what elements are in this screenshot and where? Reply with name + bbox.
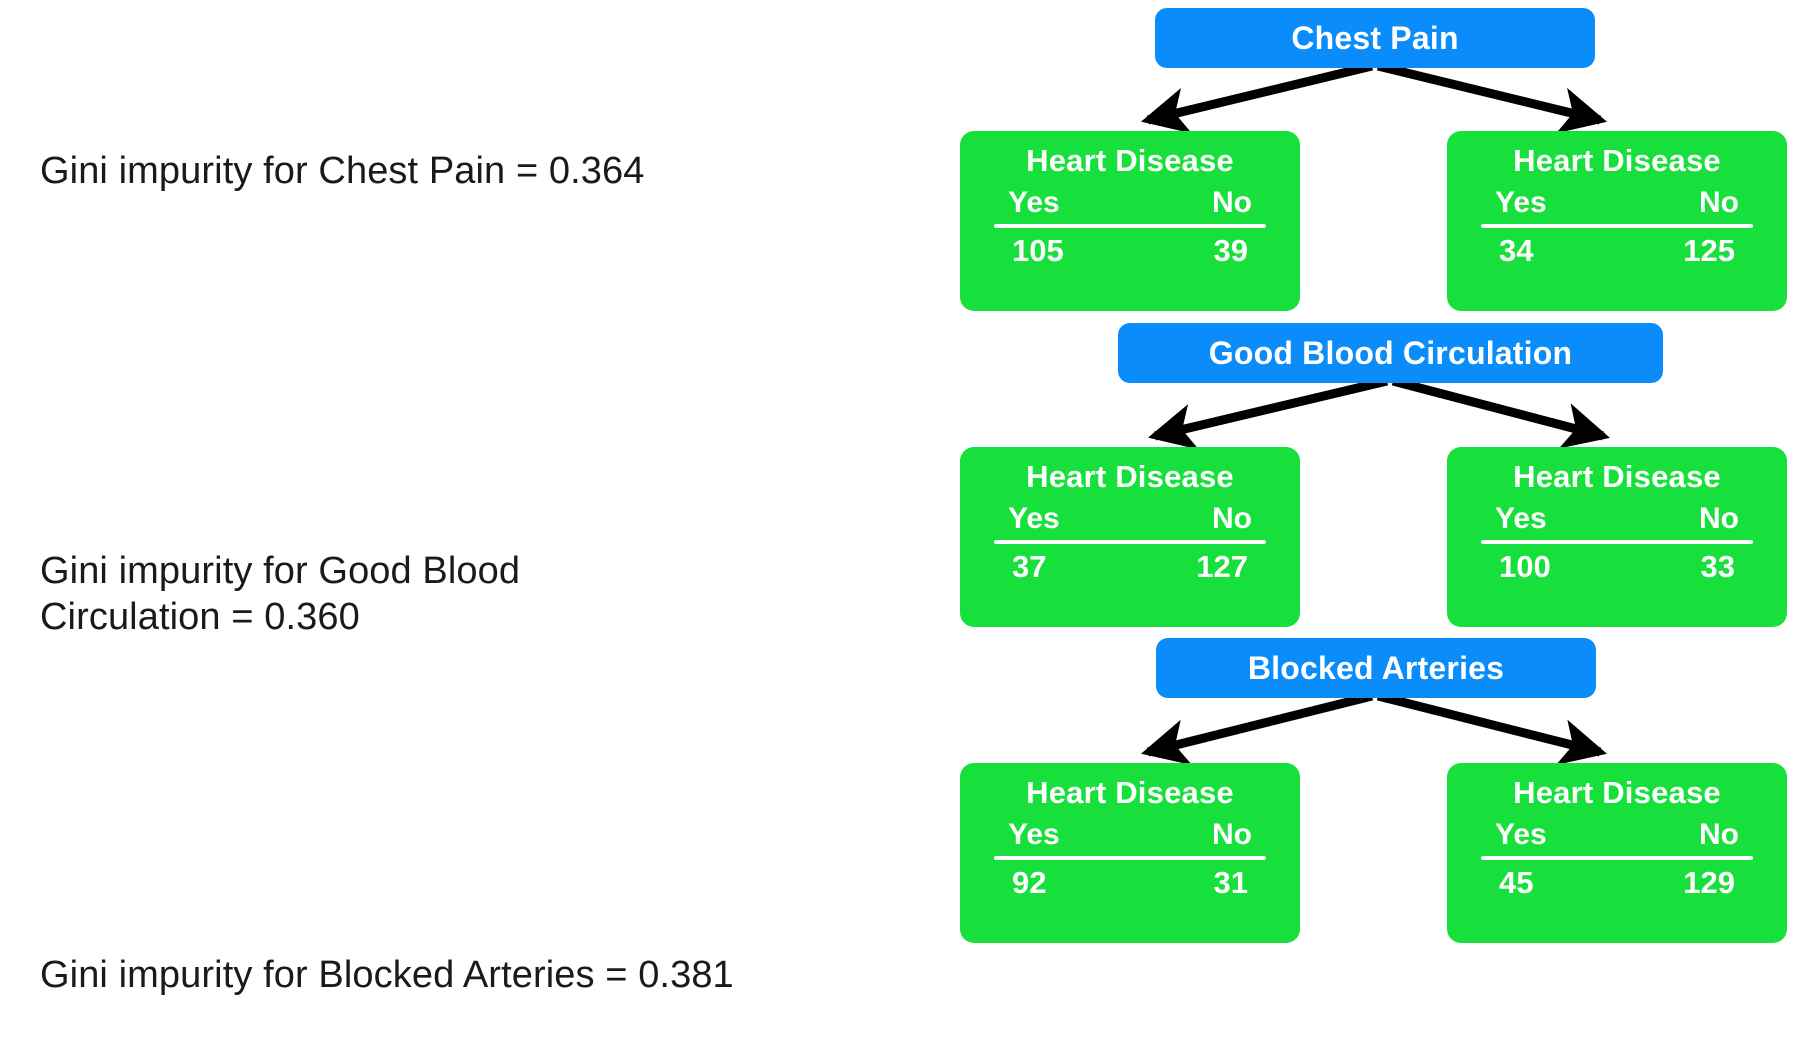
leaf-val-yes: 45 [1499, 864, 1534, 900]
leaf-val-no: 31 [1213, 864, 1248, 900]
leaf-col-no: No [1699, 817, 1739, 851]
leaf-header-row: Yes No [986, 818, 1274, 851]
arrow-blocked-arteries-left [1141, 691, 1374, 766]
leaf-col-yes: Yes [1008, 185, 1060, 219]
leaf-col-no: No [1212, 185, 1252, 219]
leaf-node-blocked-arteries-right[interactable]: Heart Disease Yes No 45 129 [1447, 763, 1787, 943]
leaf-header-row: Yes No [1473, 818, 1761, 851]
leaf-value-row: 34 125 [1473, 232, 1761, 268]
leaf-header-row: Yes No [986, 186, 1274, 219]
leaf-val-yes: 105 [1012, 232, 1064, 268]
leaf-header-row: Yes No [1473, 502, 1761, 535]
leaf-header-row: Yes No [1473, 186, 1761, 219]
arrow-good-blood-circulation-right [1391, 376, 1610, 449]
leaf-title: Heart Disease [1026, 775, 1234, 810]
leaf-title: Heart Disease [1513, 459, 1721, 494]
leaf-title: Heart Disease [1026, 459, 1234, 494]
leaf-value-row: 100 33 [1473, 548, 1761, 584]
leaf-divider [1481, 539, 1753, 544]
leaf-node-good-blood-circulation-right[interactable]: Heart Disease Yes No 100 33 [1447, 447, 1787, 627]
leaf-val-no: 129 [1683, 864, 1735, 900]
leaf-col-no: No [1212, 501, 1252, 535]
leaf-divider [1481, 855, 1753, 860]
leaf-title: Heart Disease [1513, 775, 1721, 810]
leaf-value-row: 105 39 [986, 232, 1274, 268]
arrow-chest-pain-right [1376, 61, 1607, 134]
leaf-col-yes: Yes [1008, 817, 1060, 851]
arrow-good-blood-circulation-left [1147, 376, 1389, 450]
leaf-val-yes: 37 [1012, 548, 1047, 584]
leaf-divider [994, 539, 1266, 544]
leaf-divider [1481, 223, 1753, 228]
gini-caption-blocked-arteries: Gini impurity for Blocked Arteries = 0.3… [40, 954, 734, 996]
question-node-good-blood-circulation[interactable]: Good Blood Circulation [1118, 323, 1663, 383]
leaf-value-row: 92 31 [986, 864, 1274, 900]
leaf-col-no: No [1699, 501, 1739, 535]
gini-caption-chest-pain: Gini impurity for Chest Pain = 0.364 [40, 150, 645, 192]
arrow-chest-pain-left [1141, 61, 1374, 134]
leaf-header-row: Yes No [986, 502, 1274, 535]
leaf-divider [994, 223, 1266, 228]
leaf-val-no: 33 [1700, 548, 1735, 584]
leaf-node-chest-pain-right[interactable]: Heart Disease Yes No 34 125 [1447, 131, 1787, 311]
leaf-col-no: No [1212, 817, 1252, 851]
question-node-chest-pain[interactable]: Chest Pain [1155, 8, 1595, 68]
leaf-value-row: 45 129 [1473, 864, 1761, 900]
leaf-val-yes: 92 [1012, 864, 1047, 900]
question-node-blocked-arteries[interactable]: Blocked Arteries [1156, 638, 1596, 698]
leaf-col-yes: Yes [1495, 501, 1547, 535]
leaf-value-row: 37 127 [986, 548, 1274, 584]
leaf-col-yes: Yes [1008, 501, 1060, 535]
leaf-col-no: No [1699, 185, 1739, 219]
leaf-node-blocked-arteries-left[interactable]: Heart Disease Yes No 92 31 [960, 763, 1300, 943]
leaf-title: Heart Disease [1513, 143, 1721, 178]
leaf-col-yes: Yes [1495, 185, 1547, 219]
leaf-divider [994, 855, 1266, 860]
leaf-val-yes: 34 [1499, 232, 1534, 268]
leaf-val-no: 39 [1213, 232, 1248, 268]
leaf-col-yes: Yes [1495, 817, 1547, 851]
arrow-blocked-arteries-right [1376, 691, 1607, 766]
leaf-title: Heart Disease [1026, 143, 1234, 178]
leaf-val-yes: 100 [1499, 548, 1551, 584]
leaf-node-good-blood-circulation-left[interactable]: Heart Disease Yes No 37 127 [960, 447, 1300, 627]
leaf-val-no: 125 [1683, 232, 1735, 268]
leaf-node-chest-pain-left[interactable]: Heart Disease Yes No 105 39 [960, 131, 1300, 311]
gini-caption-good-blood-circulation: Gini impurity for Good Blood Circulation… [40, 550, 521, 639]
leaf-val-no: 127 [1196, 548, 1248, 584]
